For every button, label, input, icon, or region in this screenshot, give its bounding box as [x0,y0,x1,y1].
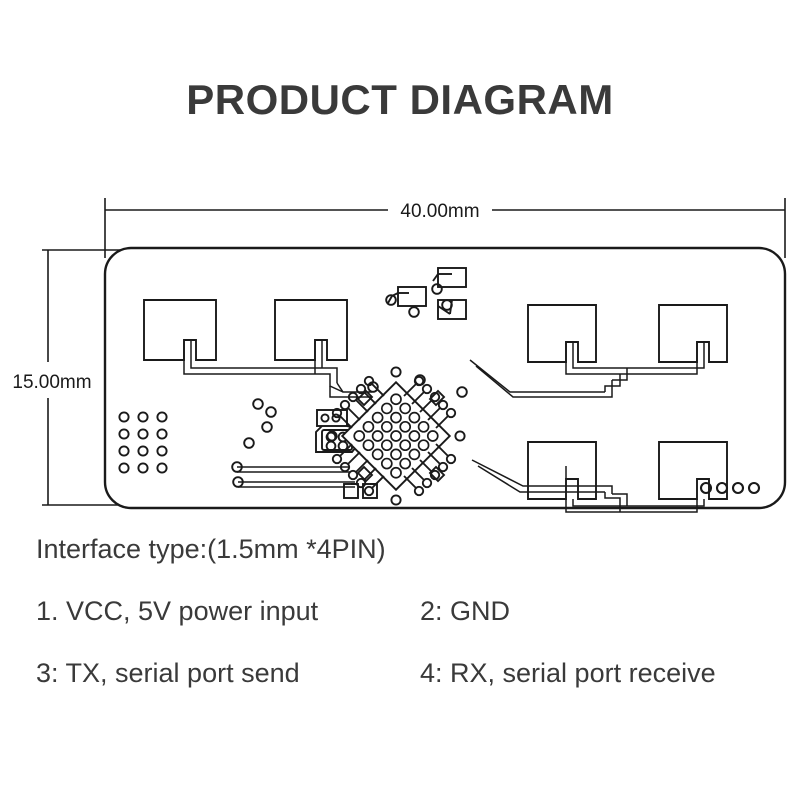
interface-type-label: Interface type:(1.5mm *4PIN) [36,534,386,564]
pin-description-2: 2: GND [420,596,511,626]
bga-fanout-traces [326,366,466,506]
dimension-annotations [42,198,786,506]
page-title: PRODUCT DIAGRAM [186,76,614,123]
tx-antenna-patch-1 [143,299,217,361]
dimension-width-label: 40.00mm [400,201,479,222]
bottom-left-trace-pair [237,466,355,488]
rx-antenna-patch-1 [527,304,597,363]
pin-description-3: 3: TX, serial port send [36,658,300,688]
tx-antenna-patch-2 [274,299,348,361]
rx-antenna-patch-3 [527,441,597,500]
via-grid-left [118,411,168,474]
rx-antenna-patch-4 [658,441,728,500]
tx-feed-trace-group [183,340,372,398]
rx-antenna-patch-2 [658,304,728,363]
pin-description-1: 1. VCC, 5V power input [36,596,319,626]
smd-component-group [387,267,467,320]
connector-pads [699,481,761,495]
chip-side-pads [315,409,378,499]
pin-description-4: 4: RX, serial port receive [420,658,716,688]
dimension-height-label: 15.00mm [12,372,91,393]
rx-feed-trace-bottom [471,459,705,513]
rx-feed-trace-top [469,342,705,398]
